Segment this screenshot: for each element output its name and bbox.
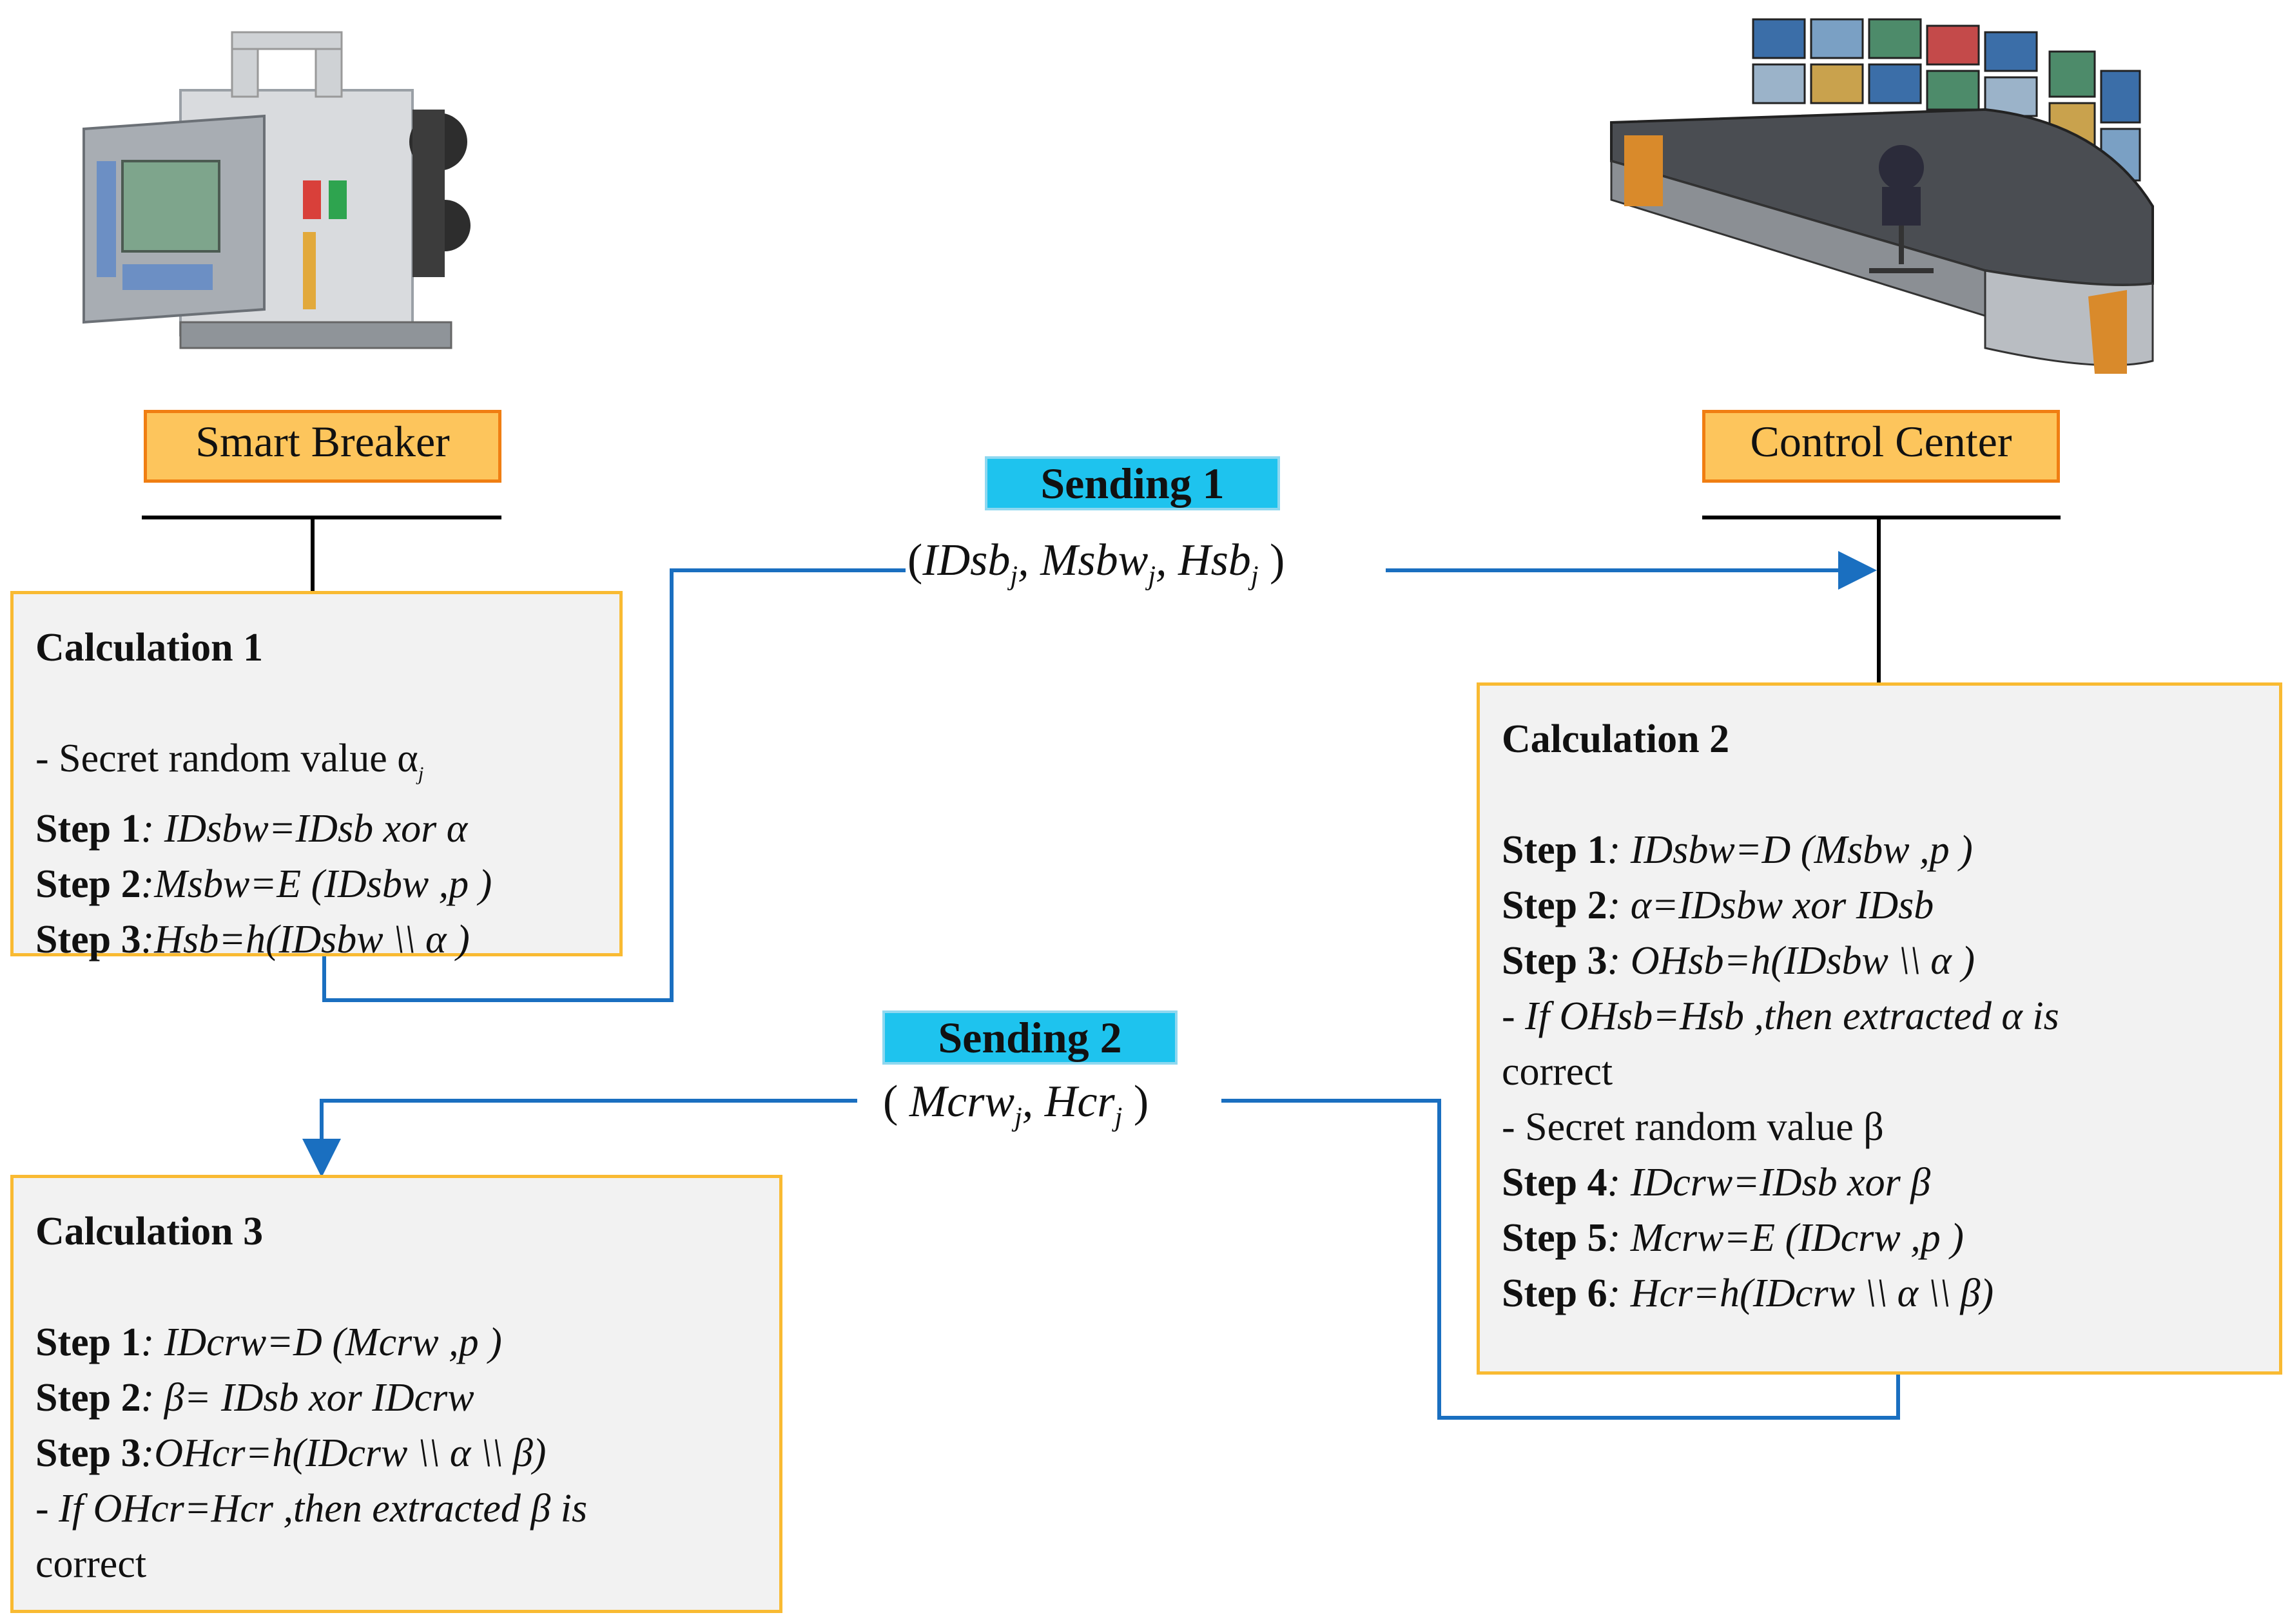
calc2-line: correct: [1502, 1050, 1613, 1094]
calc2-line: Step 4: IDcrw=IDsb xor β: [1502, 1161, 1931, 1204]
calculation-2-box: Calculation 2 Step 1: IDsbw=D (Msbw ,p )…: [1477, 682, 2282, 1375]
calc2-line: Step 6: Hcr=h(IDcrw \\ α \\ β): [1502, 1271, 1994, 1315]
calculation-1-box: Calculation 1 - Secret random value αj S…: [10, 591, 623, 962]
calc1-line: Step 3:Hsb=h(IDsbw \\ α ): [35, 918, 470, 962]
calc2-line: - If OHsb=Hsb ,then extracted α is: [1502, 994, 2059, 1038]
calc1-line: Step 1: IDsbw=IDsb xor α: [35, 807, 468, 851]
control-center-label: Control Center: [1702, 410, 2060, 483]
calc1-line: - Secret random value αj: [35, 737, 424, 785]
calculation-3-title: Calculation 3: [35, 1210, 264, 1253]
sending2-label: Sending 2: [882, 1010, 1178, 1065]
calculation-3-box: Calculation 3 Step 1: IDcrw=D (Mcrw ,p )…: [10, 1175, 782, 1613]
calc2-line: Step 1: IDsbw=D (Msbw ,p ): [1502, 828, 1973, 872]
calc1-line: Step 2:Msbw=E (IDsbw ,p ): [35, 862, 492, 907]
calculation-1-title: Calculation 1: [35, 626, 264, 670]
sending1-payload: (IDsbj, Msbwj, Hsbj ): [907, 535, 1285, 602]
sending2-payload: ( Mcrwj, Hcrj ): [883, 1076, 1149, 1143]
control-center-image: [1610, 18, 2154, 374]
calc3-line: - If OHcr=Hcr ,then extracted β is: [35, 1487, 588, 1531]
calc3-line: correct: [35, 1542, 147, 1586]
calc2-line: Step 5: Mcrw=E (IDcrw ,p ): [1502, 1216, 1964, 1260]
calc2-line: Step 2: α=IDsbw xor IDsb: [1502, 884, 1934, 927]
calc2-line: - Secret random value β: [1502, 1105, 1884, 1149]
calc2-line: Step 3: OHsb=h(IDsbw \\ α ): [1502, 939, 1975, 983]
smart-breaker-image: [82, 31, 471, 349]
calc3-line: Step 2: β= IDsb xor IDcrw: [35, 1376, 474, 1420]
sending2-arrow: [1221, 1099, 1900, 1420]
sending1-label: Sending 1: [985, 456, 1280, 510]
sending1-arrow: [322, 568, 906, 1002]
calc3-line: Step 3:OHcr=h(IDcrw \\ α \\ β): [35, 1431, 547, 1475]
calc3-line: Step 1: IDcrw=D (Mcrw ,p ): [35, 1320, 502, 1364]
sending2-arrow-head-line: [302, 1099, 857, 1177]
smart-breaker-label: Smart Breaker: [144, 410, 501, 483]
calculation-2-title: Calculation 2: [1502, 717, 1730, 761]
